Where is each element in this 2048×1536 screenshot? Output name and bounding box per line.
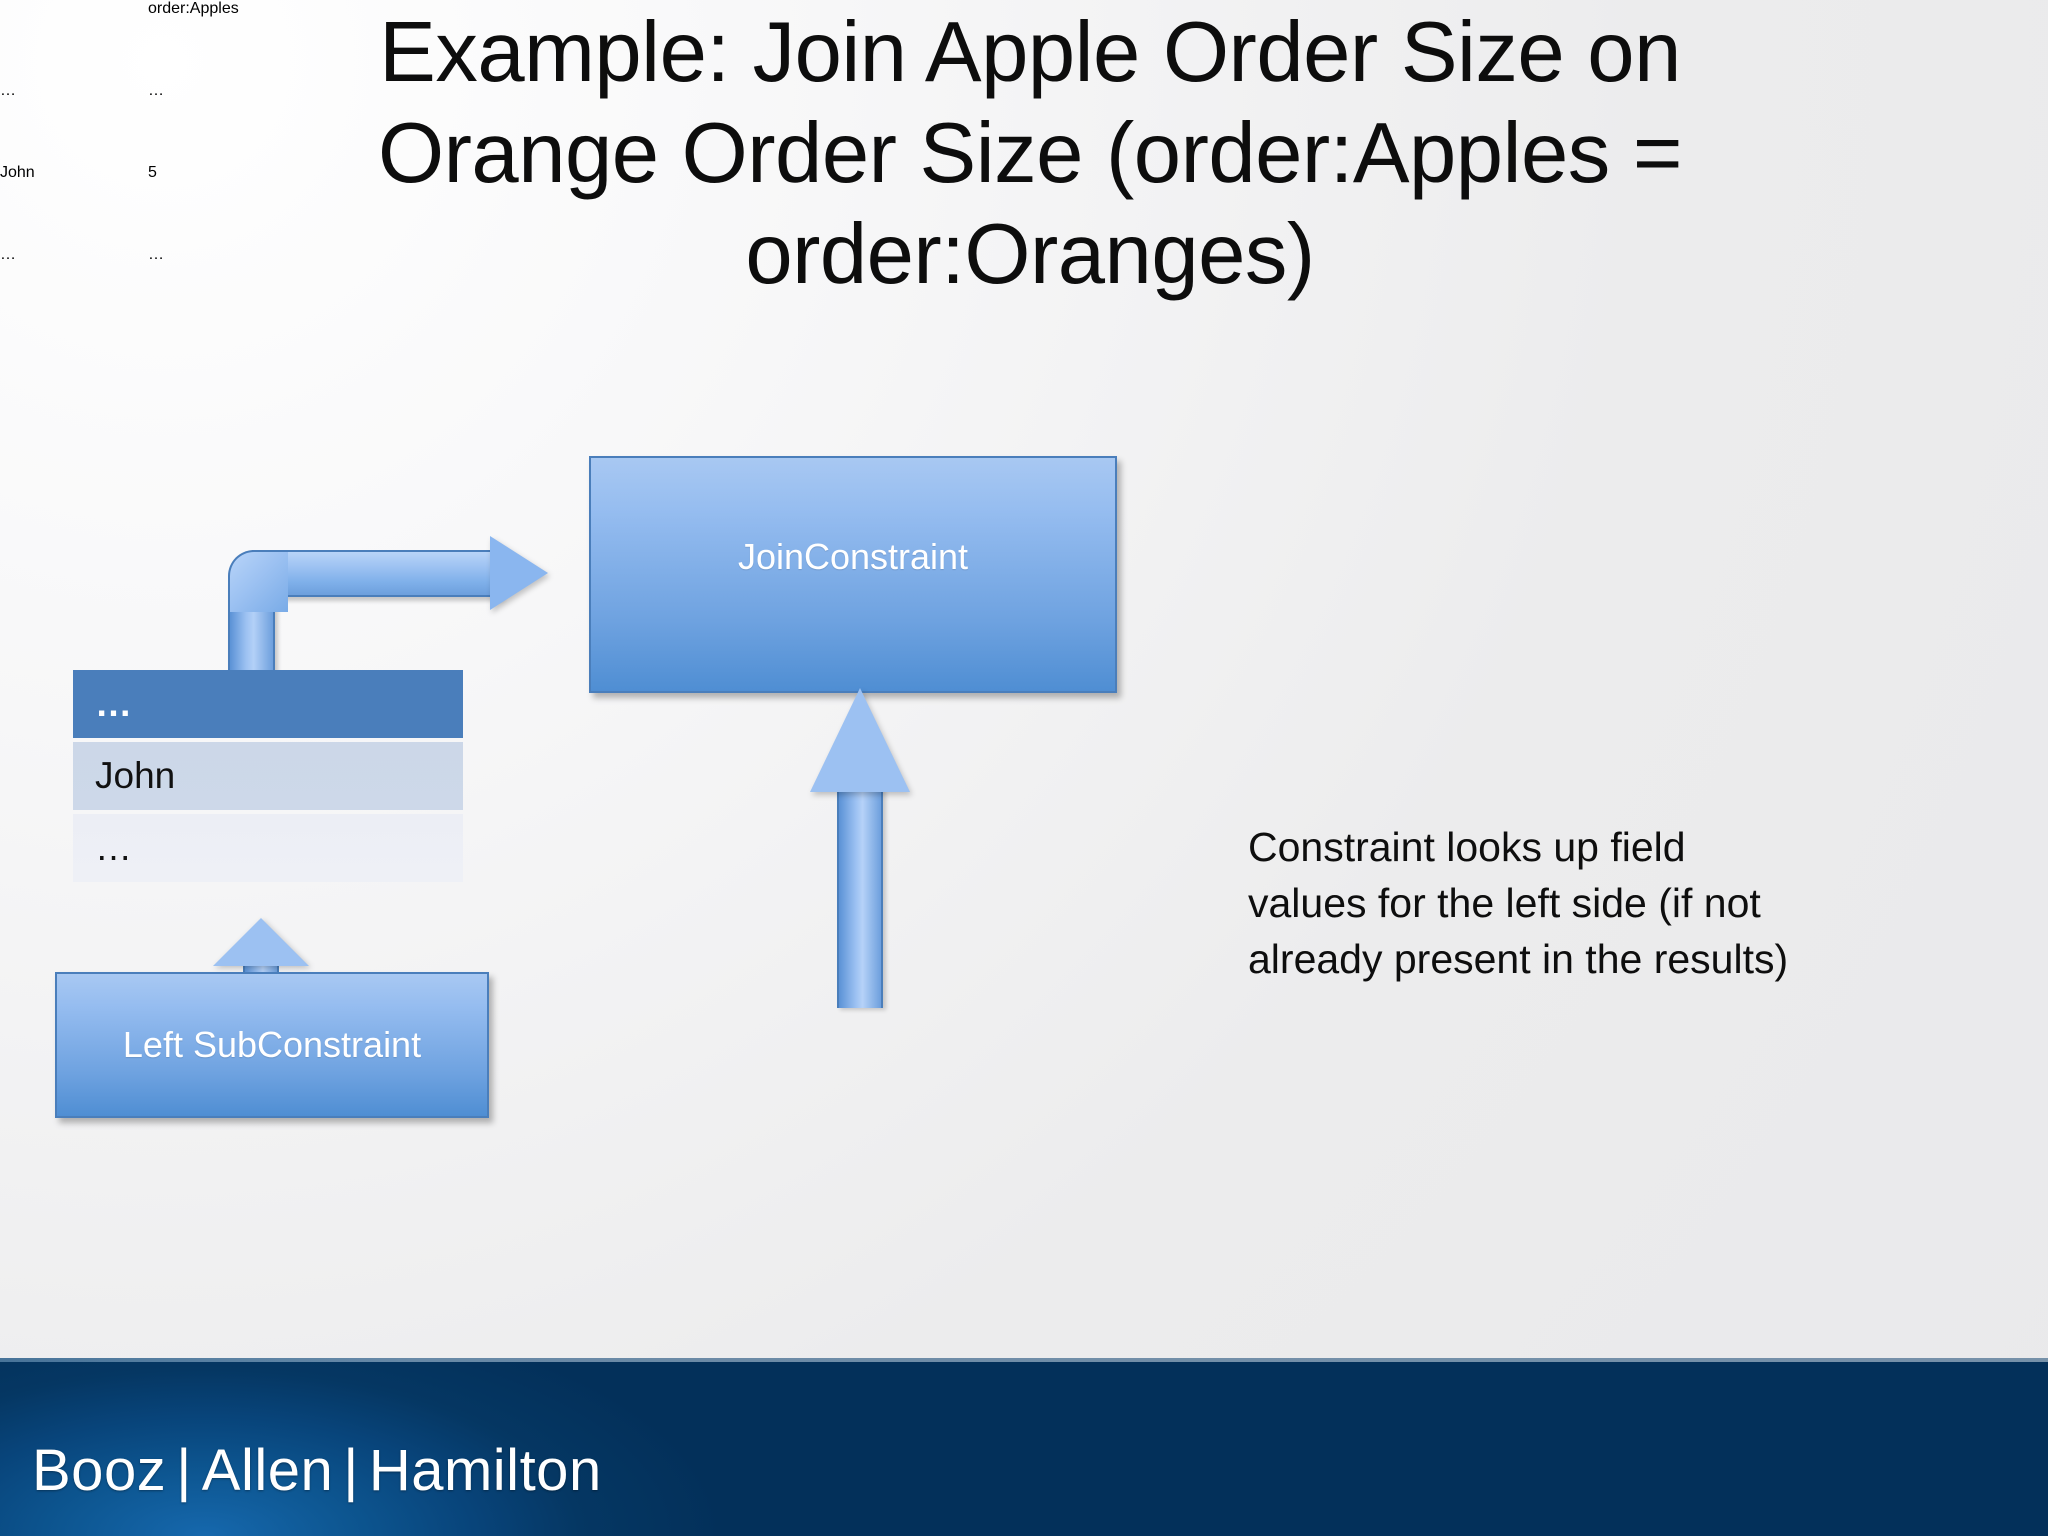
up-arrow-shaft xyxy=(837,788,883,1008)
logo-part-hamilton: Hamilton xyxy=(368,1438,602,1503)
joinconstraint-box[interactable]: JoinConstraint xyxy=(589,456,1117,693)
elbow-corner xyxy=(228,550,288,612)
elbow-connector-left-table-to-joinconstraint xyxy=(228,535,558,682)
note-line-1: Constraint looks up field xyxy=(1248,824,1686,870)
apples-table-header-order-apples: order:Apples xyxy=(148,0,239,17)
title-line-2: Orange Order Size (order:Apples = xyxy=(378,106,1683,202)
left-subconstraint-label: Left SubConstraint xyxy=(122,1024,422,1065)
table-row[interactable]: … xyxy=(0,246,19,263)
slide-footer: Booz|Allen|Hamilton xyxy=(0,1358,2048,1536)
table-row[interactable]: … xyxy=(148,82,167,99)
explanatory-note: Constraint looks up field values for the… xyxy=(1248,820,1928,987)
table-row[interactable]: 5 xyxy=(148,164,157,181)
left-subconstraint-box[interactable]: Left SubConstraint xyxy=(55,972,489,1118)
booz-allen-hamilton-logo: Booz|Allen|Hamilton xyxy=(32,1437,602,1504)
left-results-table[interactable]: … John … xyxy=(73,670,463,882)
small-arrow-head-icon xyxy=(213,918,309,966)
table-row[interactable]: … xyxy=(0,82,19,99)
page-title: Example: Join Apple Order Size on Orange… xyxy=(180,2,1880,305)
apples-table-header-blank xyxy=(0,0,145,78)
logo-part-booz: Booz xyxy=(32,1438,167,1503)
logo-separator-1: | xyxy=(176,1438,192,1503)
elbow-arrowhead-icon xyxy=(490,536,548,610)
up-arrow-apples-to-joinconstraint xyxy=(810,688,910,1008)
table-row[interactable]: John xyxy=(0,164,35,181)
logo-part-allen: Allen xyxy=(201,1438,334,1503)
title-line-1: Example: Join Apple Order Size on xyxy=(379,5,1681,100)
left-table-header-cell: … xyxy=(73,670,463,738)
elbow-horizontal-segment xyxy=(252,550,502,597)
table-row[interactable]: John xyxy=(73,742,463,810)
title-line-3: order:Oranges) xyxy=(745,207,1315,303)
table-row[interactable]: … xyxy=(73,814,463,882)
apples-results-table[interactable]: order:Apples … … John 5 … … xyxy=(0,0,528,324)
up-arrow-head-icon xyxy=(810,688,910,792)
note-line-3: already present in the results) xyxy=(1248,935,1789,982)
joinconstraint-label: JoinConstraint xyxy=(737,536,969,577)
note-line-2: values for the left side (if not xyxy=(1248,879,1761,926)
table-row[interactable]: … xyxy=(148,246,167,263)
logo-separator-2: | xyxy=(343,1438,359,1503)
